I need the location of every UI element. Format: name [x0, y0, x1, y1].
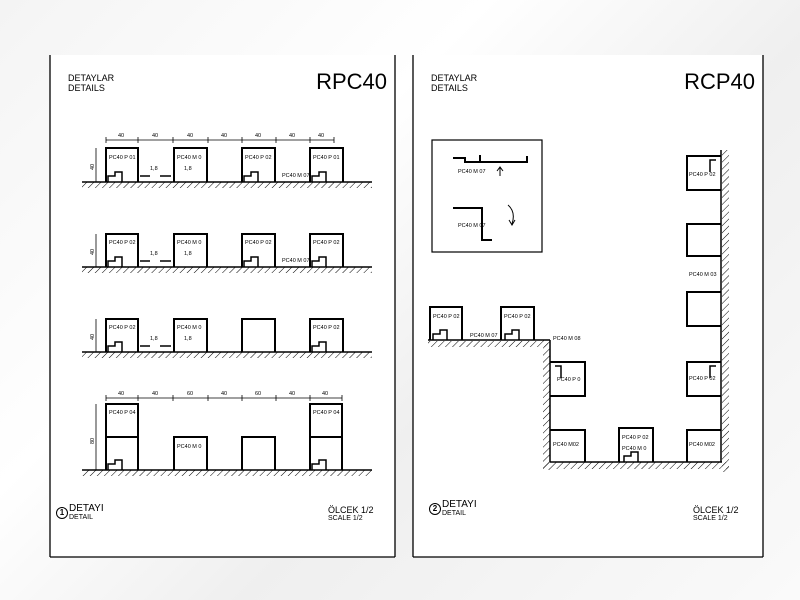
row2-extra: PC40 M 07 — [282, 258, 310, 264]
left-header-en: DETAILS — [68, 83, 105, 93]
row2-label-1: PC40 P 02 — [109, 240, 136, 246]
right-detail-number: 2 — [429, 503, 441, 515]
row1-dim-7: 40 — [318, 133, 324, 139]
left-detail-number: 1 — [56, 507, 68, 519]
left-row-2-text: 40 PC40 P 02 PC40 M 0 PC40 P 02 PC40 P 0… — [90, 240, 340, 264]
left-row-3-text: 40 PC40 P 02 PC40 M 0 PC40 P 02 1,8 1,8 — [90, 325, 340, 342]
left-row-1 — [82, 137, 372, 188]
right-wall — [686, 150, 729, 472]
label-top-right: PC40 P 02 — [689, 172, 716, 178]
row4-dim-5: 60 — [255, 391, 261, 397]
label-left-b: PC40 P 02 — [504, 314, 531, 320]
right-header-en: DETAILS — [431, 83, 468, 93]
left-header-tr: DETAYLAR — [68, 73, 115, 83]
row2-label-3: PC40 P 02 — [245, 240, 272, 246]
row2-height: 40 — [90, 249, 96, 255]
row2-label-2: PC40 M 0 — [177, 240, 201, 246]
row2-gap-1: 1,8 — [150, 251, 158, 257]
right-scale: ÖLCEK 1/2 — [693, 505, 739, 515]
right-labels: PC40 P 02 PC40 M 03 PC40 P 02 PC40 P 02 … — [433, 172, 717, 452]
row4-height: 80 — [90, 438, 96, 444]
row1-label-4: PC40 P 01 — [313, 155, 340, 161]
row3-label-2: PC40 M 0 — [177, 325, 201, 331]
row1-dim-3: 40 — [187, 133, 193, 139]
row1-label-1: PC40 P 01 — [109, 155, 136, 161]
label-m08: PC40 M 08 — [553, 336, 581, 342]
left-detail-subtitle: DETAIL — [69, 514, 93, 521]
label-bottom-right: PC40 M02 — [689, 442, 715, 448]
row1-dim-1: 40 — [118, 133, 124, 139]
row2-gap-2: 1,8 — [184, 251, 192, 257]
label-mid-box: PC40 P 0 — [557, 377, 580, 383]
right-header-tr: DETAYLAR — [431, 73, 478, 83]
row1-dim-4: 40 — [221, 133, 227, 139]
label-bottom-mid-2: PC40 M 0 — [622, 446, 646, 452]
row4-dim-1: 40 — [118, 391, 124, 397]
label-bottom-mid-1: PC40 P 02 — [622, 435, 649, 441]
row1-gap-1: 1,8 — [150, 166, 158, 172]
label-bottom-left: PC40 M02 — [553, 442, 579, 448]
row4-label-3: PC40 M 0 — [177, 444, 201, 450]
row4-label-1: PC40 P 04 — [109, 410, 136, 416]
left-scale: ÖLCEK 1/2 — [328, 505, 374, 515]
inset-label-1: PC40 M 07 — [458, 169, 486, 175]
right-ledge — [428, 306, 550, 347]
row2-label-4: PC40 P 02 — [313, 240, 340, 246]
row3-gap-2: 1,8 — [184, 336, 192, 342]
left-row-1-text: 40 40 40 40 40 40 40 40 PC40 P 01 PC40 M… — [90, 133, 340, 179]
inset-label-2: PC40 M 07 — [458, 223, 486, 229]
left-row-2 — [82, 233, 372, 273]
right-scale-en: SCALE 1/2 — [693, 515, 728, 522]
right-inset-text: PC40 M 07 PC40 M 07 — [458, 169, 486, 229]
left-scale-en: SCALE 1/2 — [328, 515, 363, 522]
row4-dim-6: 40 — [289, 391, 295, 397]
row1-label-3: PC40 P 02 — [245, 155, 272, 161]
row3-gap-1: 1,8 — [150, 336, 158, 342]
row4-dim-4: 40 — [221, 391, 227, 397]
right-sheet-code: RCP40 — [684, 69, 755, 94]
sheet-frames — [49, 55, 764, 558]
left-row-4 — [82, 395, 372, 476]
label-m07: PC40 M 07 — [470, 333, 498, 339]
row1-label-2: PC40 M 0 — [177, 155, 201, 161]
left-sheet-code: RPC40 — [316, 69, 387, 94]
row1-dim-6: 40 — [289, 133, 295, 139]
label-right-mid: PC40 M 03 — [689, 272, 717, 278]
label-left-a: PC40 P 02 — [433, 314, 460, 320]
row1-dim-2: 40 — [152, 133, 158, 139]
label-right-lower: PC40 P 02 — [689, 376, 716, 382]
left-detail-title: DETAYI — [69, 503, 104, 514]
left-row-3 — [82, 318, 372, 358]
row1-height: 40 — [90, 164, 96, 170]
row1-extra: PC40 M 07 — [282, 173, 310, 179]
row3-height: 40 — [90, 334, 96, 340]
right-inset — [431, 139, 543, 253]
left-row-4-text: 40 40 60 40 60 40 40 80 PC40 P 04 PC40 P… — [90, 391, 340, 450]
row4-dim-3: 60 — [187, 391, 193, 397]
right-detail-subtitle: DETAIL — [442, 510, 466, 517]
row4-dim-7: 40 — [322, 391, 328, 397]
row4-label-2: PC40 P 04 — [313, 410, 340, 416]
row3-label-3: PC40 P 02 — [313, 325, 340, 331]
right-floor — [543, 427, 729, 469]
row1-gap-2: 1,8 — [184, 166, 192, 172]
row3-label-1: PC40 P 02 — [109, 325, 136, 331]
row4-dim-2: 40 — [152, 391, 158, 397]
right-inner-wall — [543, 340, 586, 470]
right-detail-title: DETAYI — [442, 499, 477, 510]
right-sheet: DETAYLAR DETAILS RCP40 2 DETAYI DETAIL Ö… — [413, 55, 763, 557]
row1-dim-5: 40 — [255, 133, 261, 139]
